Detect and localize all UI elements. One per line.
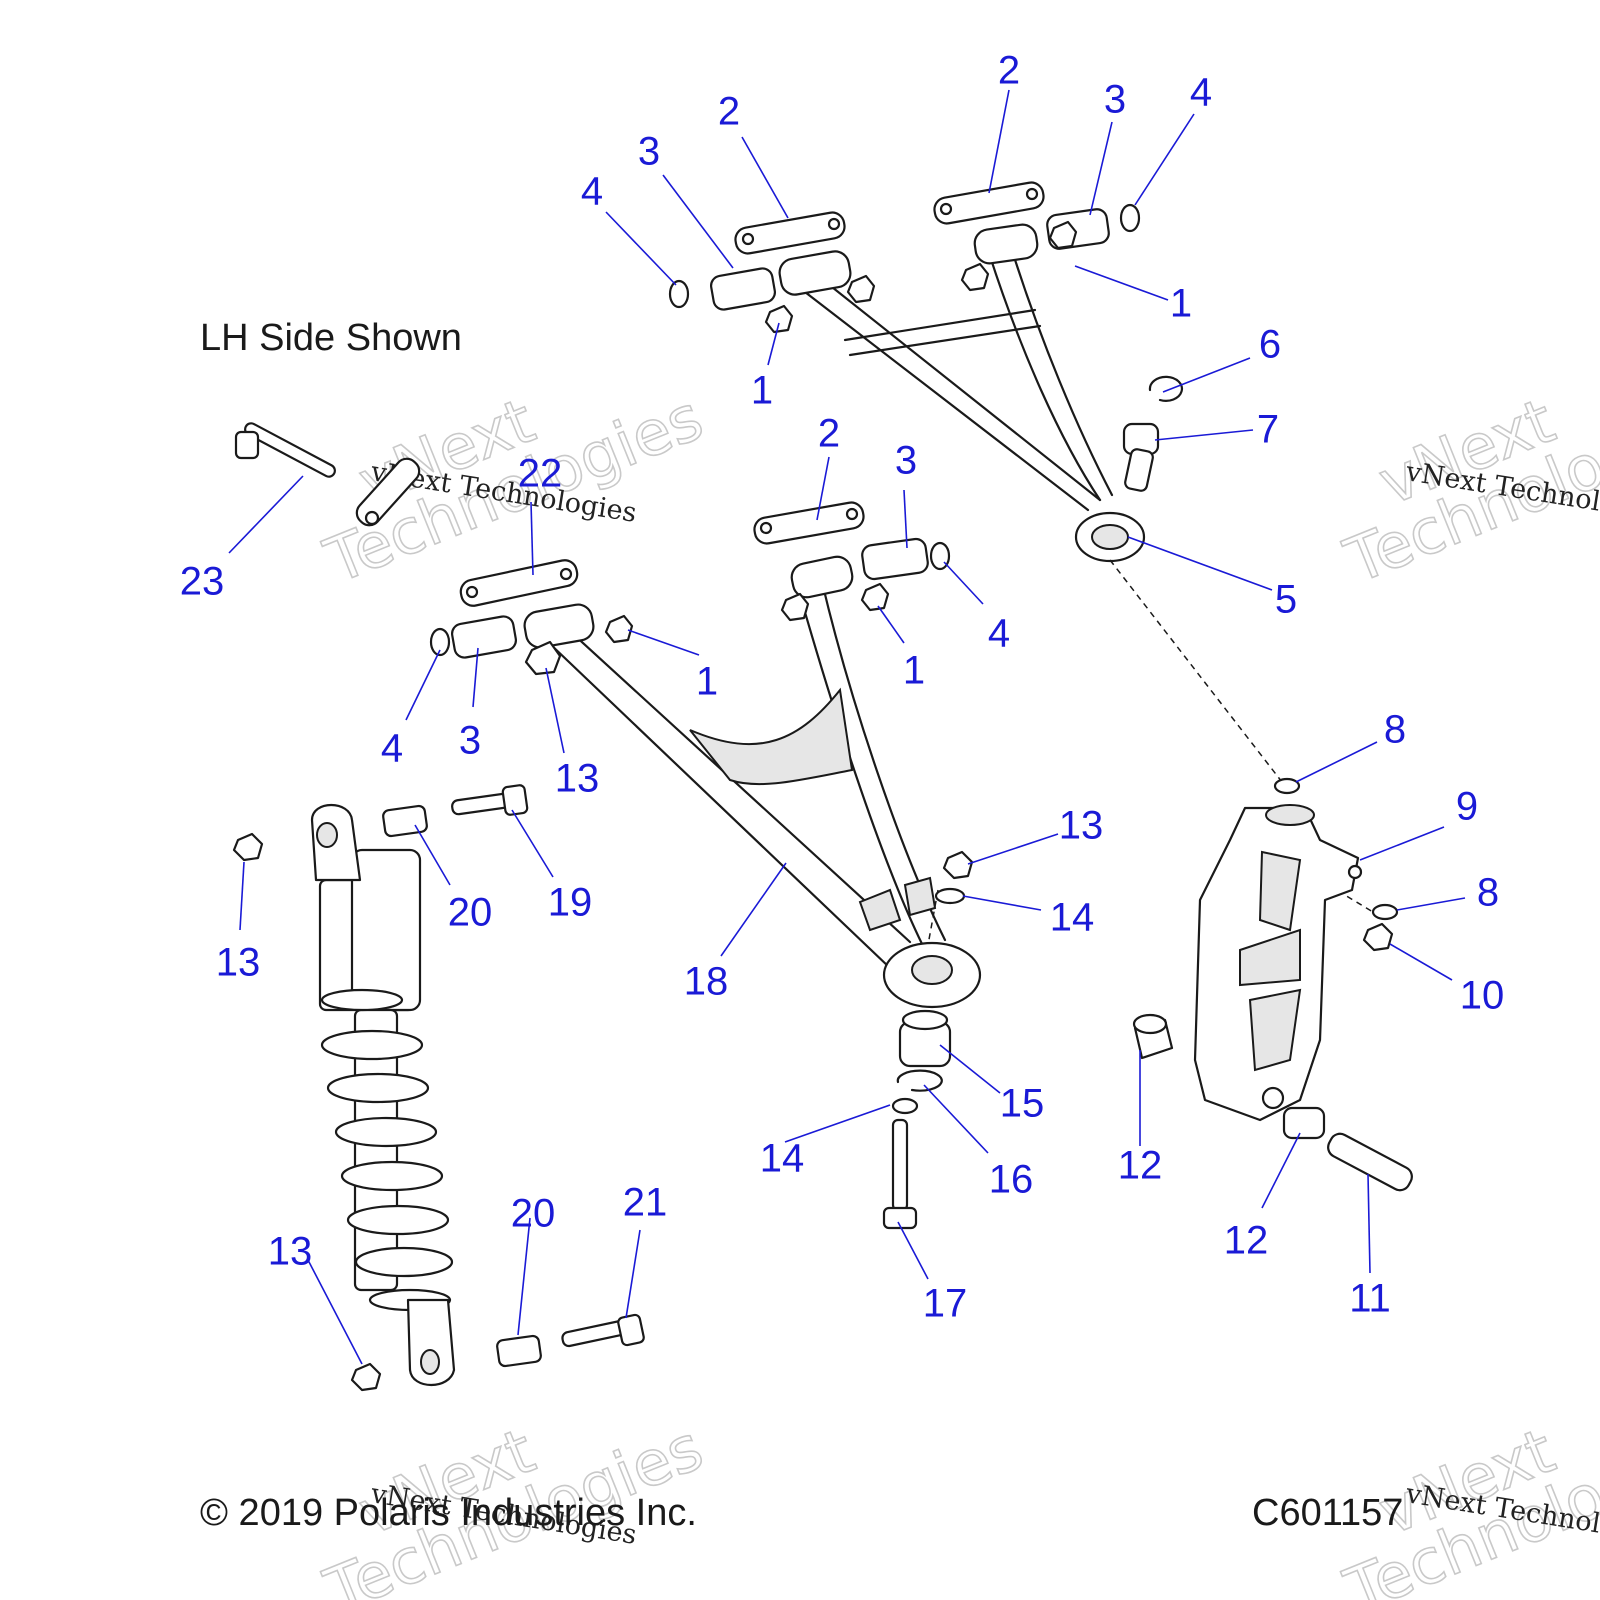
callout-14: 14 bbox=[760, 1137, 805, 1181]
shock-hardware bbox=[232, 784, 645, 1392]
leader-lines bbox=[228, 89, 1466, 1365]
callout-1: 1 bbox=[696, 660, 718, 704]
side-note: LH Side Shown bbox=[200, 317, 462, 359]
callout-3: 3 bbox=[895, 439, 917, 483]
callout-22: 22 bbox=[518, 452, 563, 496]
callout-21: 21 bbox=[623, 1181, 668, 1225]
callout-2: 2 bbox=[818, 412, 840, 456]
callout-3: 3 bbox=[459, 719, 481, 763]
callout-1: 1 bbox=[1170, 282, 1192, 326]
callout-19: 19 bbox=[548, 881, 593, 925]
callout-5: 5 bbox=[1275, 578, 1297, 622]
callout-13: 13 bbox=[268, 1230, 313, 1274]
callout-6: 6 bbox=[1259, 323, 1281, 367]
callout-1: 1 bbox=[903, 649, 925, 693]
callout-2: 2 bbox=[998, 49, 1020, 93]
callout-13: 13 bbox=[1059, 804, 1104, 848]
callout-3: 3 bbox=[638, 130, 660, 174]
knuckle-hardware bbox=[1132, 777, 1413, 1192]
callout-4: 4 bbox=[581, 170, 603, 214]
callout-18: 18 bbox=[684, 960, 729, 1004]
callout-16: 16 bbox=[989, 1158, 1034, 1202]
figure-id: C601157 bbox=[1252, 1492, 1403, 1534]
lower-a-arm-hardware bbox=[429, 501, 951, 676]
shock-absorber bbox=[310, 804, 456, 1386]
copyright-notice: © 2019 Polaris Industries Inc. bbox=[200, 1492, 697, 1534]
callout-11: 11 bbox=[1349, 1277, 1391, 1321]
steering-knuckle bbox=[1193, 804, 1363, 1122]
callout-23: 23 bbox=[180, 560, 225, 604]
callout-8: 8 bbox=[1384, 708, 1406, 752]
callout-13: 13 bbox=[216, 941, 261, 985]
callout-12: 12 bbox=[1118, 1144, 1163, 1188]
callout-15: 15 bbox=[1000, 1082, 1045, 1126]
callout-3: 3 bbox=[1104, 78, 1126, 122]
callout-13: 13 bbox=[555, 757, 600, 801]
ball-joint-stack bbox=[882, 850, 974, 1230]
callout-10: 10 bbox=[1460, 974, 1505, 1018]
callout-12: 12 bbox=[1224, 1219, 1269, 1263]
callout-14: 14 bbox=[1050, 896, 1095, 940]
upper-a-arm-hardware bbox=[668, 181, 1183, 492]
callout-20: 20 bbox=[511, 1192, 556, 1236]
callout-9: 9 bbox=[1456, 785, 1478, 829]
callout-labels: 2 3 4 1 2 3 4 1 6 7 5 22 23 2 3 4 1 1 4 … bbox=[180, 49, 1505, 1326]
callout-4: 4 bbox=[988, 612, 1010, 656]
callout-2: 2 bbox=[718, 90, 740, 134]
callout-8: 8 bbox=[1477, 871, 1499, 915]
callout-17: 17 bbox=[923, 1282, 968, 1326]
lower-a-arm bbox=[523, 555, 982, 1009]
upper-a-arm bbox=[778, 223, 1146, 563]
pivot-bolt-and-pin bbox=[234, 422, 421, 527]
callout-4: 4 bbox=[1190, 71, 1212, 115]
callout-4: 4 bbox=[381, 727, 403, 771]
callout-7: 7 bbox=[1257, 408, 1279, 452]
callout-20: 20 bbox=[448, 891, 493, 935]
callout-1: 1 bbox=[751, 369, 773, 413]
